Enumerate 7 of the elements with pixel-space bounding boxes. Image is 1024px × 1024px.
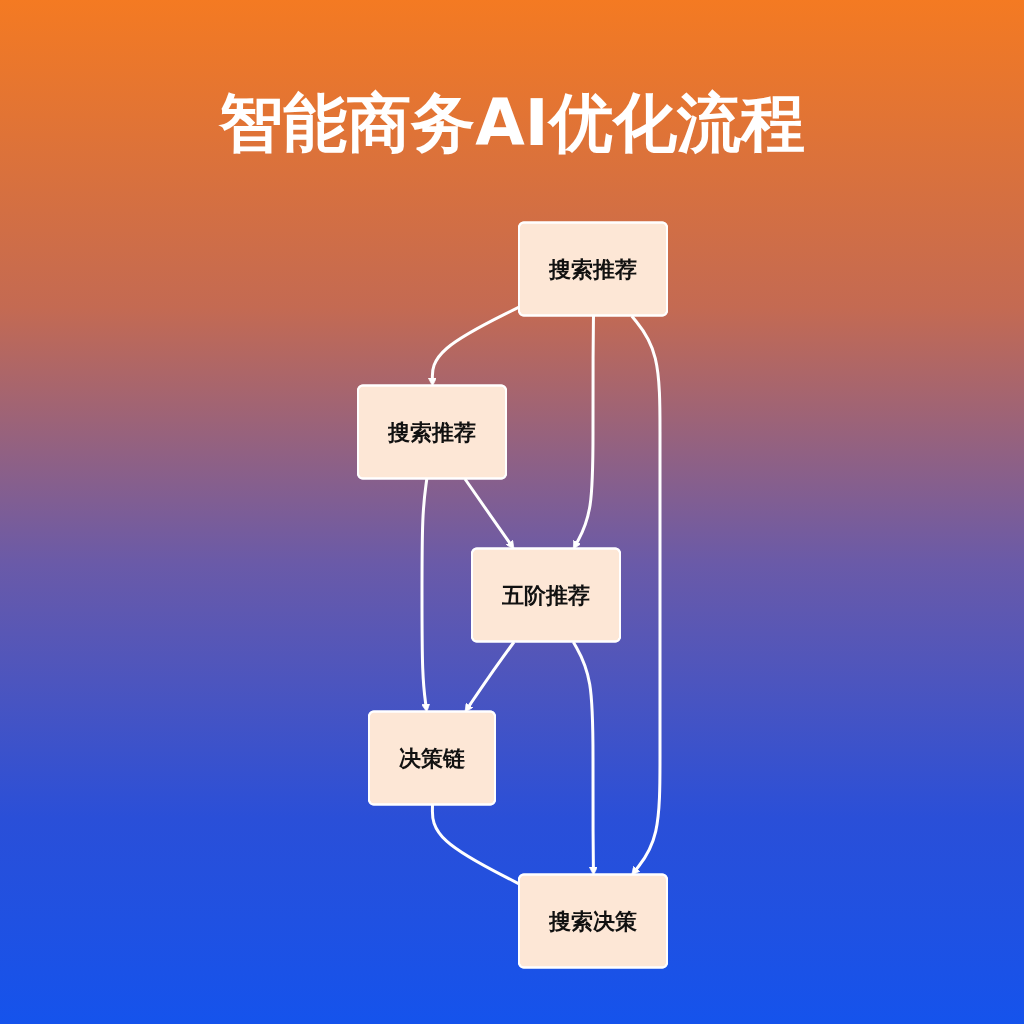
arrow	[630, 315, 661, 876]
arrow	[464, 641, 515, 713]
arrow	[463, 478, 514, 550]
diagram-title: 智能商务AI优化流程	[218, 85, 806, 162]
arrow	[420, 478, 430, 713]
arrow	[571, 641, 598, 876]
arrow	[572, 315, 595, 550]
